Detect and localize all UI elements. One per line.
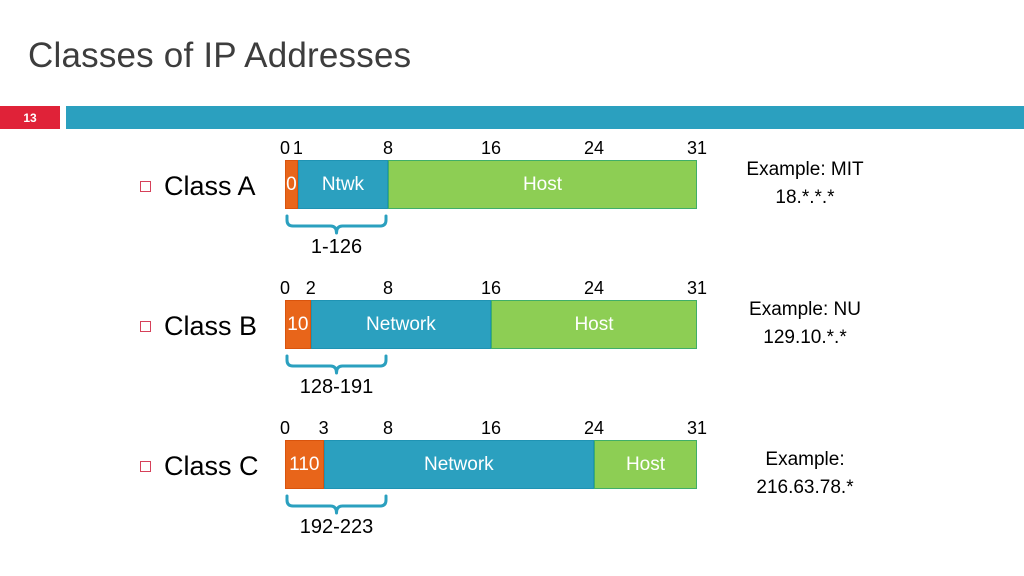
class-b-example-line2: 129.10.*.* bbox=[763, 326, 847, 348]
class-a-tick-31: 31 bbox=[686, 138, 708, 158]
class-a-segment-ntwk: Ntwk bbox=[297, 160, 388, 209]
class-c-range-label: 192-223 bbox=[299, 516, 374, 538]
class-a-brace-icon bbox=[285, 214, 388, 240]
class-a-segment-0: 0 bbox=[285, 160, 298, 209]
class-a-segment-host: Host bbox=[388, 160, 697, 209]
slide-number-badge: 13 bbox=[0, 106, 60, 129]
class-c-tick-labels: 0 3 8 16 24 31 bbox=[280, 418, 707, 440]
class-a-tick-16: 16 bbox=[480, 138, 502, 158]
class-a-tick-24: 24 bbox=[583, 138, 605, 158]
class-b-example-line1: Example: NU bbox=[749, 299, 861, 320]
class-c-tick-8: 8 bbox=[382, 418, 394, 438]
class-b-segment-host: Host bbox=[491, 300, 697, 349]
class-a-tick-1: 1 bbox=[292, 138, 303, 158]
class-b-tick-0: 0 bbox=[279, 278, 291, 298]
class-c-segment-110: 110 bbox=[285, 440, 324, 489]
square-bullet-icon bbox=[140, 320, 151, 332]
class-c-brace-icon bbox=[285, 494, 388, 520]
class-b-segment-network: Network bbox=[310, 300, 491, 349]
class-b-segment-10: 10 bbox=[285, 300, 311, 349]
class-b-label-group: Class B bbox=[140, 306, 257, 346]
class-b-tick-2: 2 bbox=[305, 278, 316, 298]
class-a-range-label: 1-126 bbox=[310, 236, 363, 258]
class-a-example: Example: MIT 18.*.*.* bbox=[690, 156, 920, 211]
class-b-tick-31: 31 bbox=[686, 278, 708, 298]
class-b-brace-icon bbox=[285, 354, 388, 380]
class-b-range-label: 128-191 bbox=[299, 376, 374, 398]
class-c-label-group: Class C bbox=[140, 446, 259, 486]
page-title: Classes of IP Addresses bbox=[28, 36, 412, 75]
class-c-tick-0: 0 bbox=[279, 418, 291, 438]
class-c-example: Example: 216.63.78.* bbox=[690, 446, 920, 501]
class-b-tick-8: 8 bbox=[382, 278, 394, 298]
class-c-example-line1: Example: bbox=[765, 449, 845, 470]
class-a-label-group: Class A bbox=[140, 166, 256, 206]
class-b-label: Class B bbox=[164, 310, 258, 341]
class-c-tick-16: 16 bbox=[480, 418, 502, 438]
class-a-tick-8: 8 bbox=[382, 138, 394, 158]
class-a-label: Class A bbox=[164, 170, 256, 201]
class-a-example-line2: 18.*.*.* bbox=[775, 186, 835, 208]
class-c-label: Class C bbox=[164, 450, 259, 481]
class-c-example-line2: 216.63.78.* bbox=[756, 476, 854, 498]
square-bullet-icon bbox=[140, 180, 151, 192]
slide-number: 13 bbox=[23, 110, 37, 125]
class-a-tick-0: 0 bbox=[279, 138, 291, 158]
class-c-segment-host: Host bbox=[594, 440, 697, 489]
class-c-segment-network: Network bbox=[323, 440, 594, 489]
class-b-tick-16: 16 bbox=[480, 278, 502, 298]
class-c-tick-3: 3 bbox=[318, 418, 329, 438]
class-c-tick-31: 31 bbox=[686, 418, 708, 438]
class-a-example-line1: Example: MIT bbox=[746, 159, 864, 180]
class-b-example: Example: NU 129.10.*.* bbox=[690, 296, 920, 351]
class-c-tick-24: 24 bbox=[583, 418, 605, 438]
square-bullet-icon bbox=[140, 460, 151, 472]
accent-banner bbox=[66, 106, 1024, 129]
class-b-tick-24: 24 bbox=[583, 278, 605, 298]
